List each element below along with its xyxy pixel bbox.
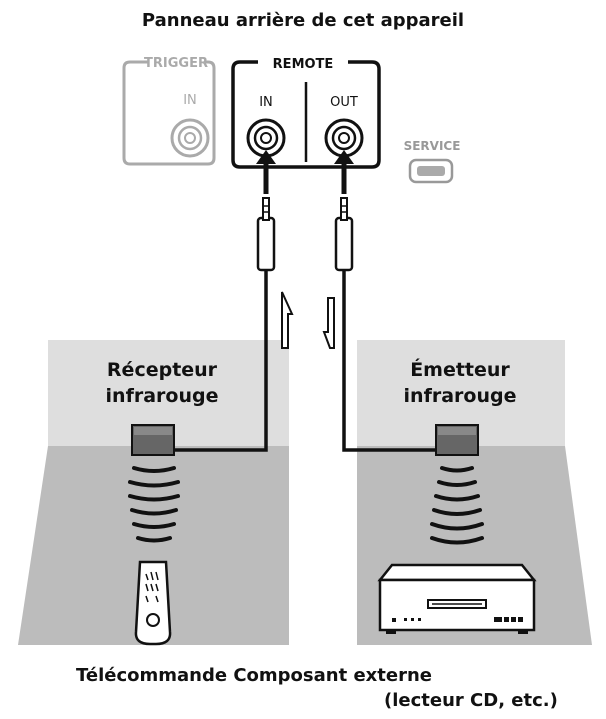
remote-control-icon <box>134 560 172 646</box>
remote-label: REMOTE <box>273 57 334 72</box>
service-port: SERVICE <box>404 139 461 184</box>
receiver-zone <box>18 340 289 645</box>
trigger-jack-icon <box>170 118 210 158</box>
signal-up-arrow-icon <box>281 291 294 349</box>
ir-waves-emitter-icon <box>430 466 484 545</box>
trigger-in-label: IN <box>183 93 197 108</box>
receiver-label-line1: Récepteur <box>107 359 218 381</box>
ir-waves-receiver-icon <box>128 466 180 543</box>
caption-line1: Télécommande Composant externe <box>76 665 432 686</box>
rear-panel: TRIGGER IN REMOTE IN OUT <box>122 56 461 184</box>
signal-down-arrow-icon <box>322 297 335 349</box>
trigger-label: TRIGGER <box>144 56 208 71</box>
cd-player-icon <box>377 563 537 634</box>
usb-port-icon <box>408 158 454 184</box>
remote-in-label: IN <box>259 95 273 110</box>
diagram-title: Panneau arrière de cet appareil <box>142 10 464 31</box>
receiver-label-line2: infrarouge <box>106 385 219 407</box>
emitter-label-line1: Émetteur <box>410 358 510 381</box>
remote-in-cable <box>172 150 294 452</box>
remote-out-cable <box>322 150 438 452</box>
service-label: SERVICE <box>404 139 461 153</box>
ir-emitter-icon <box>435 424 479 456</box>
caption-line2: (lecteur CD, etc.) <box>384 690 558 711</box>
ir-receiver-icon <box>131 424 175 456</box>
remote-out-label: OUT <box>330 95 358 110</box>
trigger-terminal-group: TRIGGER IN <box>122 56 216 166</box>
remote-terminal-group: REMOTE IN OUT <box>231 57 381 169</box>
emitter-label-line2: infrarouge <box>404 385 517 407</box>
